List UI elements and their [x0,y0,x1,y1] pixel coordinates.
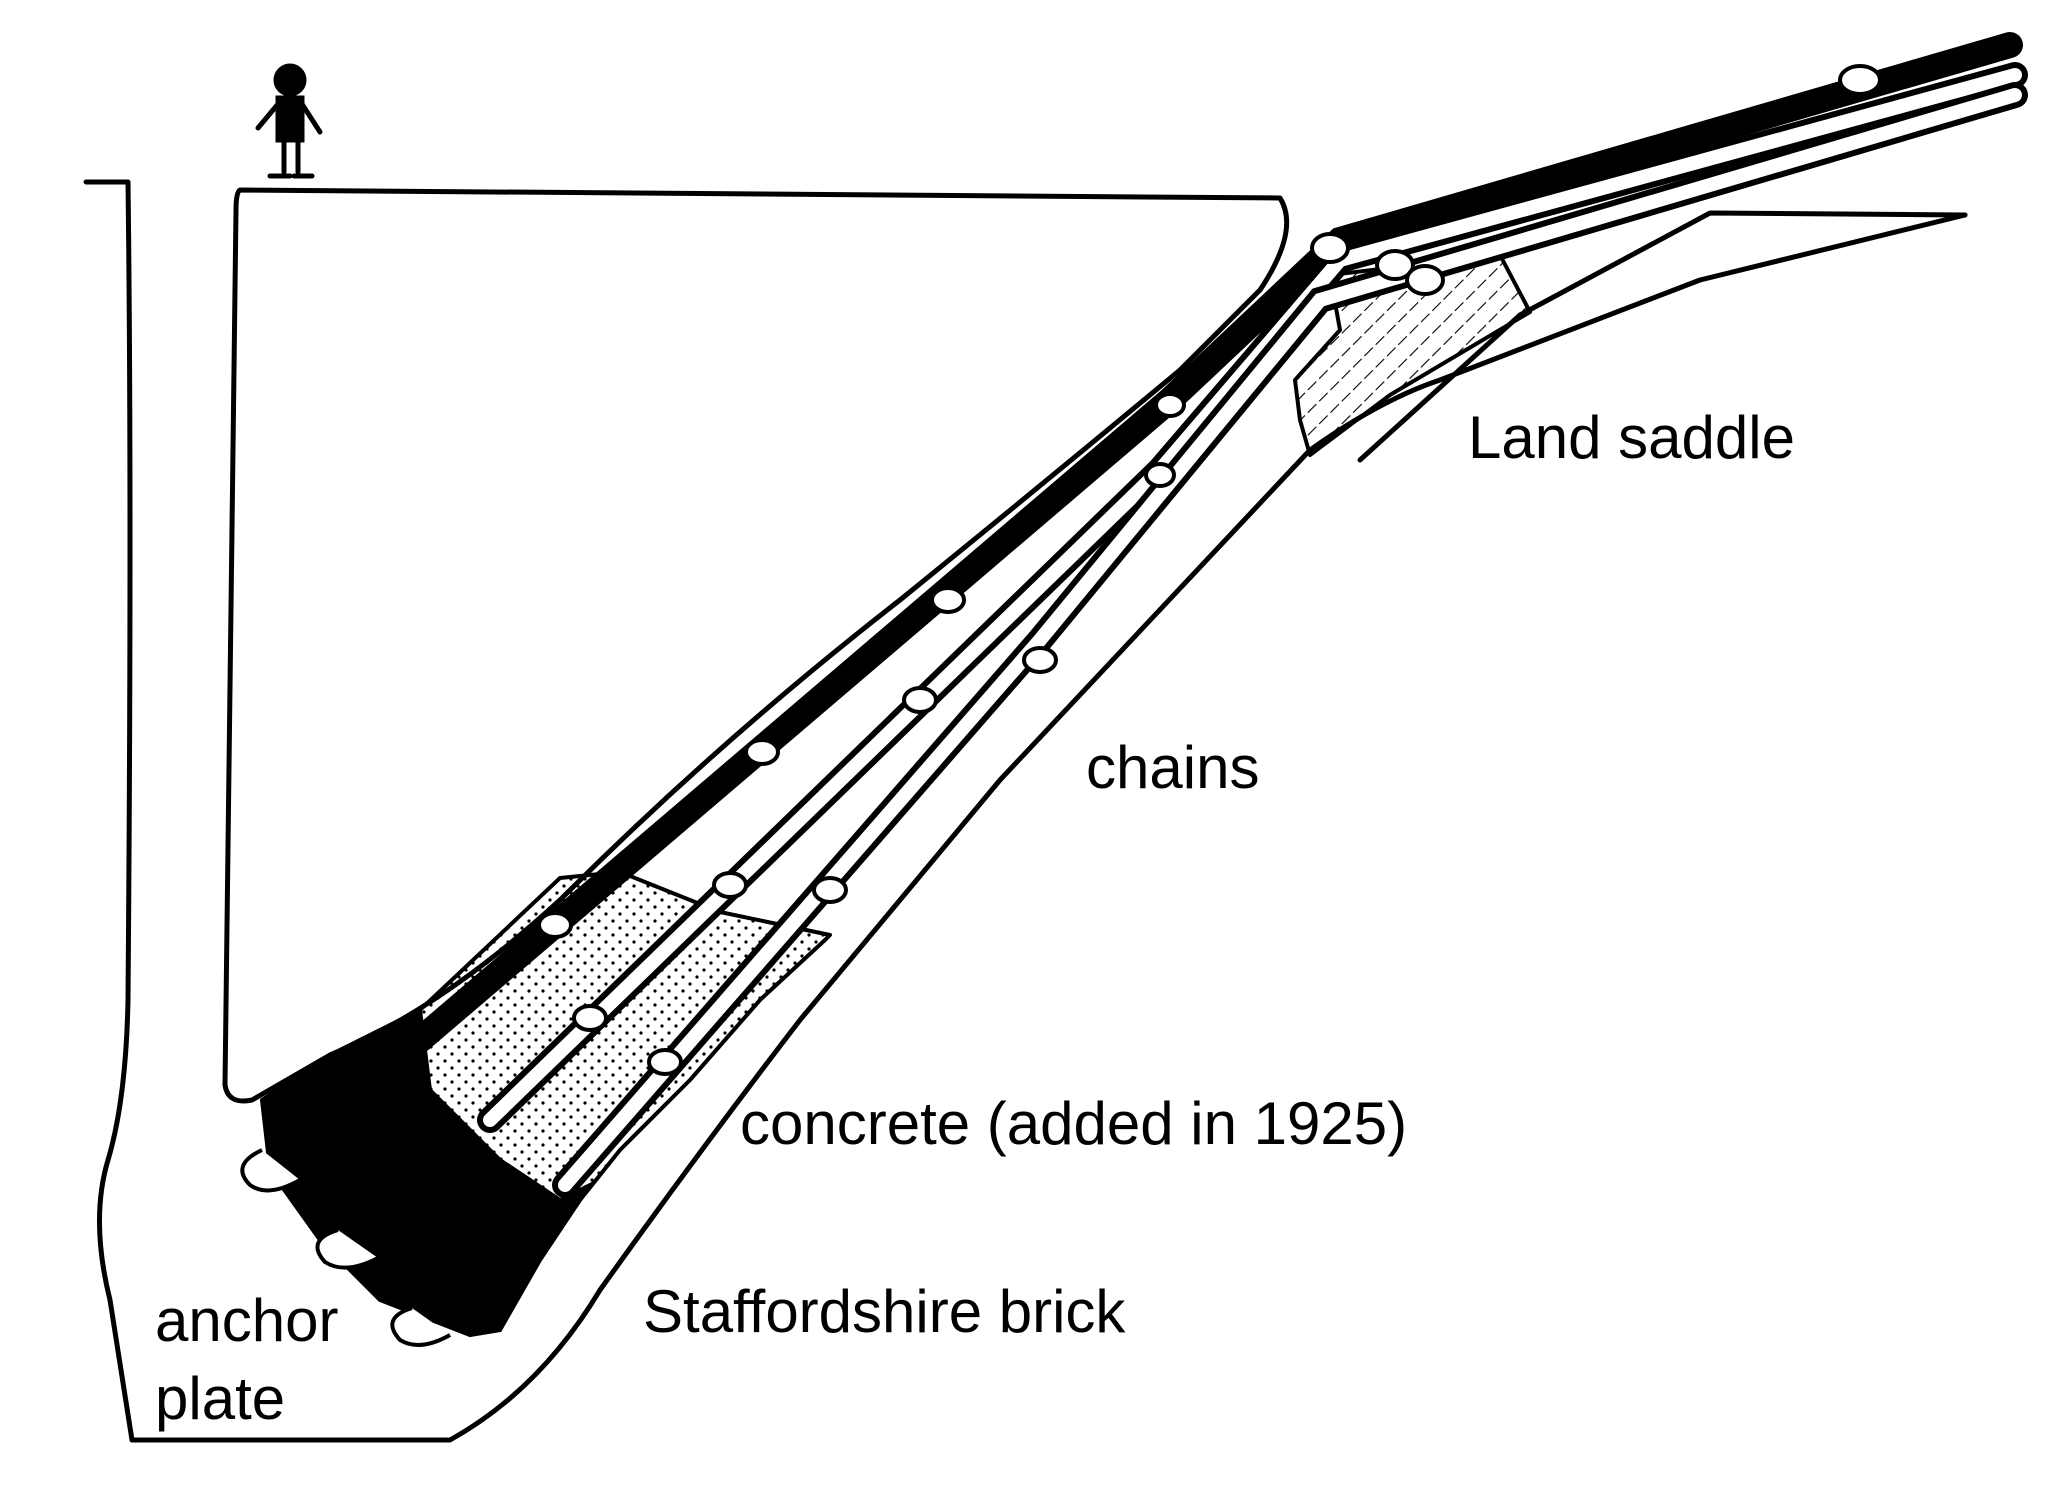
anchor-plate-label-line1: anchor [155,1287,339,1354]
chains-label: chains [1086,734,1260,801]
anchor-plate-label: anchor plate [155,1282,338,1438]
concrete-label: concrete (added in 1925) [740,1090,1408,1157]
chains [407,32,2028,1198]
person-figure-icon [255,63,323,179]
anchorage-chamber [222,187,1290,1104]
anchor-plate-label-line2: plate [155,1365,286,1432]
land-saddle [1293,253,1532,457]
chain-pins [537,64,1882,1076]
anchor-plates [240,1148,451,1347]
staffordshire-brick-label: Staffordshire brick [643,1278,1126,1345]
land-saddle-label: Land saddle [1468,404,1795,471]
ground-outline [83,179,1968,1443]
